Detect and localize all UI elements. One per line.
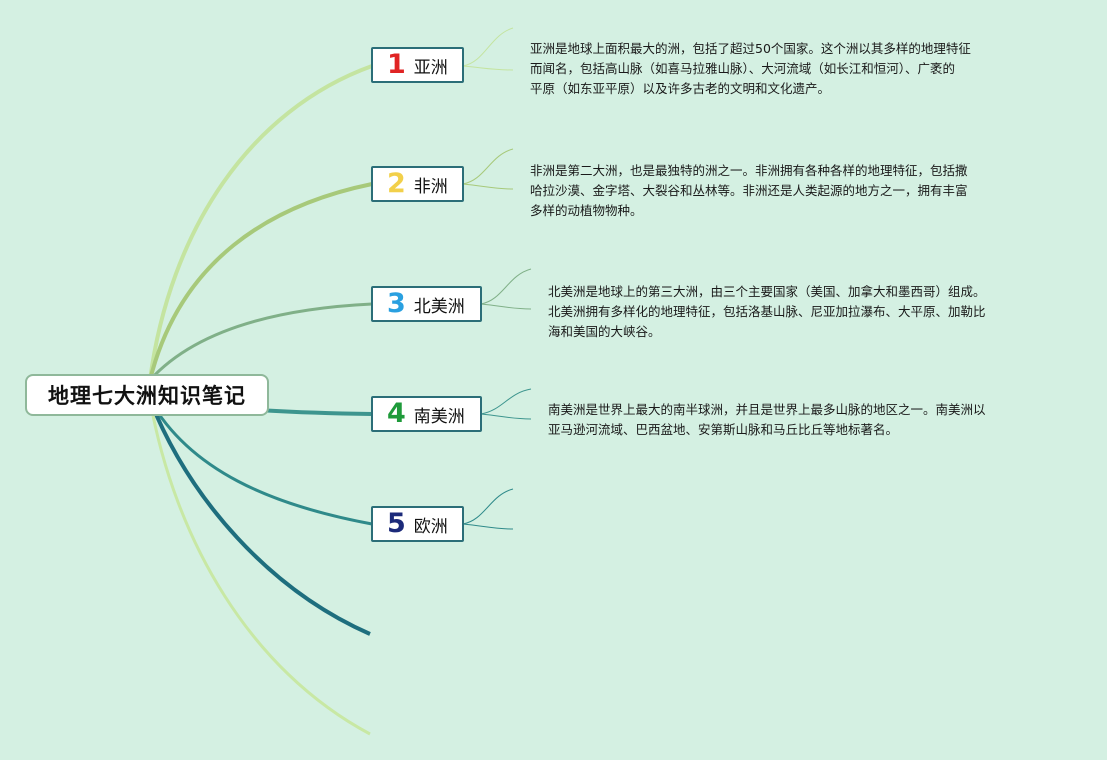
note-north-america: 北美洲是地球上的第三大洲，由三个主要国家（美国、加拿大和墨西哥）组成。 北美洲拥…	[548, 282, 986, 342]
branch-number: 2	[387, 167, 406, 199]
branch-number: 1	[387, 48, 406, 80]
note-line: 北美洲拥有多样化的地理特征，包括洛基山脉、尼亚加拉瀑布、大平原、加勒比	[548, 304, 986, 319]
branch-number: 5	[387, 507, 406, 539]
note-line: 南美洲是世界上最大的南半球洲，并且是世界上最多山脉的地区之一。南美洲以	[548, 402, 986, 417]
connector-asia	[148, 64, 373, 381]
connector-north-america	[148, 302, 373, 382]
connector-europe	[148, 399, 373, 526]
branch-north-america[interactable]: 3 北美洲	[371, 286, 482, 322]
note-line: 哈拉沙漠、金字塔、大裂谷和丛林等。非洲还是人类起源的地方之一，拥有丰富	[530, 183, 968, 198]
note-fork-south-america	[480, 388, 532, 420]
branch-africa[interactable]: 2 非洲	[371, 166, 464, 202]
note-line: 平原（如东亚平原）以及许多古老的文明和文化遗产。	[530, 81, 831, 96]
branch-label: 非洲	[413, 176, 448, 197]
branch-europe[interactable]: 5 欧洲	[371, 506, 464, 542]
note-fork-asia	[462, 27, 514, 71]
note-fork-north-america	[480, 268, 532, 310]
note-asia: 亚洲是地球上面积最大的洲，包括了超过50个国家。这个洲以其多样的地理特征 而闻名…	[530, 39, 971, 99]
note-africa: 非洲是第二大洲，也是最独特的洲之一。非洲拥有各种各样的地理特征，包括撒 哈拉沙漠…	[530, 161, 968, 221]
branch-number: 3	[387, 287, 406, 319]
branch-south-america[interactable]: 4 南美洲	[371, 396, 482, 432]
note-line: 而闻名，包括高山脉（如喜马拉雅山脉）、大河流域（如长江和恒河）、广袤的	[530, 61, 956, 76]
note-line: 北美洲是地球上的第三大洲，由三个主要国家（美国、加拿大和墨西哥）组成。	[548, 284, 986, 299]
note-line: 多样的动植物物种。	[530, 203, 643, 218]
connector-empty-7	[148, 399, 371, 736]
connector-africa	[148, 182, 373, 381]
branch-label: 欧洲	[413, 516, 448, 537]
note-line: 亚洲是地球上面积最大的洲，包括了超过50个国家。这个洲以其多样的地理特征	[530, 41, 971, 56]
note-line: 非洲是第二大洲，也是最独特的洲之一。非洲拥有各种各样的地理特征，包括撒	[530, 163, 968, 178]
note-fork-africa	[462, 148, 514, 190]
branch-label: 亚洲	[413, 57, 448, 78]
note-line: 海和美国的大峡谷。	[548, 324, 661, 339]
connector-empty-6	[148, 399, 371, 636]
note-south-america: 南美洲是世界上最大的南半球洲，并且是世界上最多山脉的地区之一。南美洲以 亚马逊河…	[548, 400, 986, 440]
branch-number: 4	[387, 397, 406, 429]
root-topic[interactable]: 地理七大洲知识笔记	[25, 374, 269, 416]
branch-label: 南美洲	[413, 406, 465, 427]
note-line: 亚马逊河流域、巴西盆地、安第斯山脉和马丘比丘等地标著名。	[548, 422, 899, 437]
note-fork-europe	[462, 488, 514, 530]
branch-asia[interactable]: 1 亚洲	[371, 47, 464, 83]
branch-label: 北美洲	[413, 296, 465, 317]
